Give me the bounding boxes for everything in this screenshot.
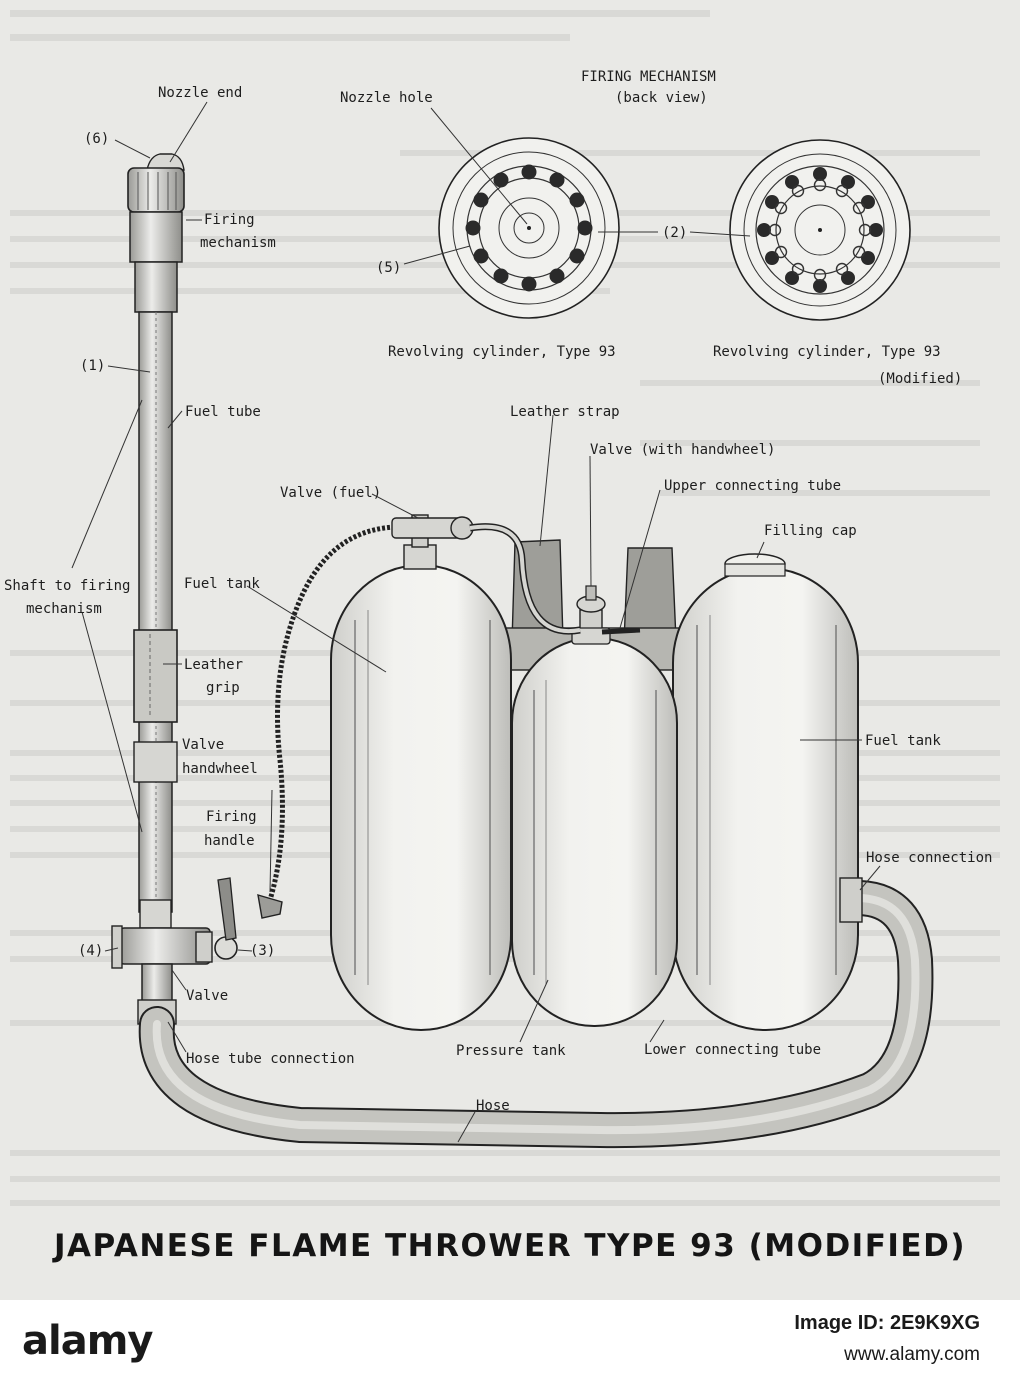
brand-logo: alamy [22, 1318, 153, 1364]
label-fuel-tube: Fuel tube [185, 404, 261, 420]
label-leather-grip-2: grip [206, 680, 240, 696]
leader-lines [71, 101, 881, 1143]
label-back-view: (back view) [615, 90, 708, 106]
fuel-tank-left [330, 514, 512, 1031]
revolving-cylinder-type-93-modified [729, 139, 911, 321]
pressure-tank [511, 585, 678, 1027]
label-callout-4: (4) [78, 943, 103, 959]
labels: FIRING MECHANISM (back view) Nozzle hole… [4, 69, 992, 1114]
hose [138, 880, 934, 1149]
label-firing-mechanism-2: mechanism [200, 235, 276, 251]
label-leather-strap: Leather strap [510, 404, 620, 420]
label-hose-connection: Hose connection [866, 850, 992, 866]
stock-footer: alamy Image ID: 2E9K9XG www.alamy.com [0, 1300, 1020, 1390]
diagram-title: JAPANESE FLAME THROWER TYPE 93 (MODIFIED… [53, 1228, 967, 1264]
label-callout-1: (1) [80, 358, 105, 374]
inset-leader-lines [403, 107, 751, 265]
label-revolving-cylinder-left: Revolving cylinder, Type 93 [388, 344, 616, 360]
label-callout-2: (2) [662, 225, 687, 241]
label-callout-3: (3) [250, 943, 275, 959]
label-shaft-2: mechanism [26, 601, 102, 617]
label-leather-grip-1: Leather [184, 657, 243, 673]
upper-connecting-tube [469, 523, 641, 635]
label-modified: (Modified) [878, 371, 962, 387]
label-callout-5: (5) [376, 260, 401, 276]
label-fuel-tank-left: Fuel tank [184, 576, 260, 592]
diagram-sheet: FIRING MECHANISM (back view) Nozzle hole… [0, 0, 1020, 1300]
label-valve-fuel: Valve (fuel) [280, 485, 381, 501]
label-valve-handwheel-2: handwheel [182, 761, 258, 777]
image-id: Image ID: 2E9K9XG [794, 1312, 980, 1334]
label-valve-with-handwheel: Valve (with handwheel) [590, 442, 775, 458]
label-hose-tube-connection: Hose tube connection [186, 1051, 355, 1067]
label-valve-handwheel-1: Valve [182, 737, 224, 753]
label-firing-handle-2: handle [204, 833, 255, 849]
label-pressure-tank: Pressure tank [456, 1043, 566, 1059]
revolving-cylinder-type-93 [438, 137, 620, 319]
label-nozzle-hole: Nozzle hole [340, 90, 433, 106]
label-valve: Valve [186, 988, 228, 1004]
flame-thrower-diagram: FIRING MECHANISM (back view) Nozzle hole… [4, 69, 992, 1149]
fuel-tank-right [672, 553, 863, 1031]
label-filling-cap: Filling cap [764, 523, 857, 539]
fuel-valve-line [257, 524, 396, 919]
label-firing-mechanism-1: Firing [204, 212, 255, 228]
label-lower-connecting-tube: Lower connecting tube [644, 1042, 821, 1058]
flame-gun-assembly [111, 153, 238, 1025]
label-firing-mechanism-heading: FIRING MECHANISM [581, 69, 716, 85]
label-firing-handle-1: Firing [206, 809, 257, 825]
label-hose: Hose [476, 1098, 510, 1114]
label-revolving-cylinder-right: Revolving cylinder, Type 93 [713, 344, 941, 360]
site-url[interactable]: www.alamy.com [844, 1344, 980, 1365]
label-upper-connecting-tube: Upper connecting tube [664, 478, 841, 494]
label-shaft-1: Shaft to firing [4, 578, 130, 594]
label-nozzle-end: Nozzle end [158, 85, 242, 101]
label-callout-6: (6) [84, 131, 109, 147]
label-fuel-tank-right: Fuel tank [865, 733, 941, 749]
